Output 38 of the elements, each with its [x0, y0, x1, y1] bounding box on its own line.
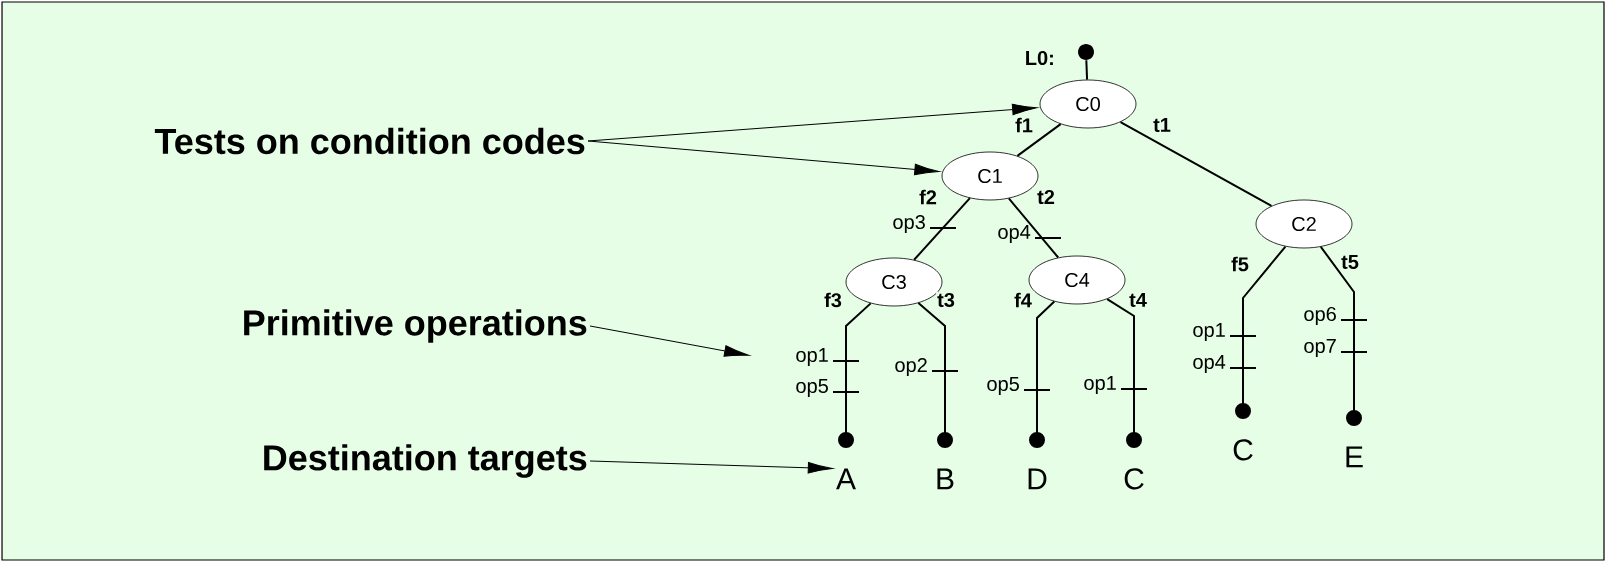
callout-text: Destination targets	[264, 444, 587, 478]
entry-dot	[1078, 44, 1094, 60]
operation-label: op5	[987, 377, 1019, 395]
branch-line	[917, 302, 953, 448]
branch-line	[913, 197, 971, 261]
branch-label: t1	[1152, 117, 1172, 133]
callout-text: Tests on condition codes	[154, 127, 585, 155]
branch-line	[1119, 121, 1273, 207]
operation-label: op4	[998, 225, 1031, 243]
target-label: B	[937, 468, 954, 490]
operation-label: op6	[1304, 306, 1336, 326]
branch-line	[1029, 300, 1056, 448]
branch-line	[1319, 245, 1362, 426]
operation-label: op1	[796, 348, 828, 366]
target-label: A	[836, 468, 856, 490]
operation-label: op1	[1193, 323, 1225, 341]
leader-arrow	[589, 325, 750, 357]
callout-text: Primitive operations	[244, 309, 587, 343]
branch-line	[838, 302, 872, 448]
operation-label: op2	[895, 357, 927, 377]
operation-label: op1	[1084, 376, 1116, 394]
operation-label: op5	[796, 379, 828, 397]
branch-line	[1016, 123, 1062, 157]
branch-line	[1007, 197, 1060, 259]
target-label: C	[1124, 468, 1144, 490]
operation-label: op7	[1304, 339, 1336, 357]
entry-label: L0:	[1026, 50, 1053, 66]
branch-line	[1235, 245, 1287, 419]
target-label: D	[1028, 468, 1047, 490]
leader-arrow	[587, 140, 940, 176]
target-label: C	[1233, 439, 1253, 461]
branch-label: t4	[1128, 292, 1148, 308]
branch-label: t5	[1340, 254, 1360, 270]
branch-line	[1106, 298, 1142, 448]
target-label: E	[1346, 446, 1363, 468]
operation-label: op3	[893, 214, 925, 234]
branch-line	[1085, 59, 1089, 81]
operation-label: op4	[1193, 355, 1226, 373]
